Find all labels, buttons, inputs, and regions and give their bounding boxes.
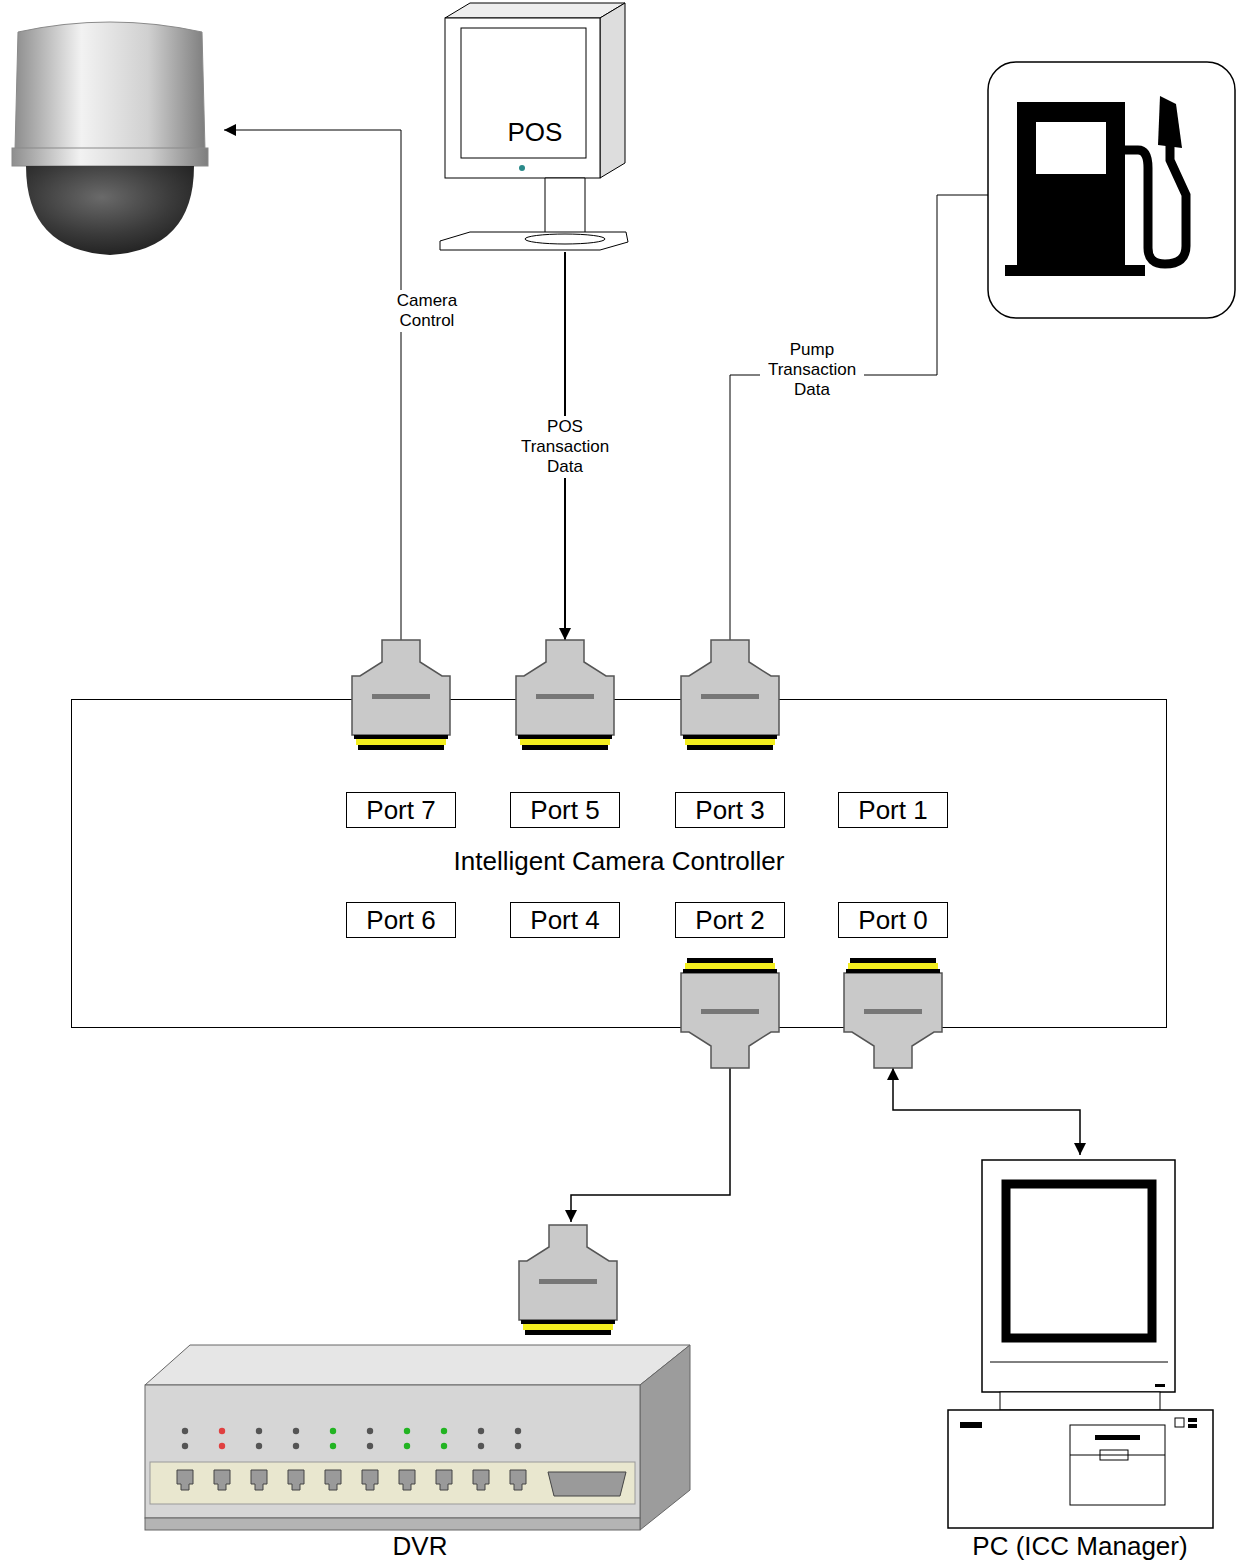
connector-plug bbox=[352, 640, 450, 750]
data-cable bbox=[893, 1068, 1080, 1155]
port-label: Port 3 bbox=[675, 792, 785, 828]
port-label: Port 5 bbox=[510, 792, 620, 828]
port-label: Port 0 bbox=[838, 902, 948, 938]
connector-plug bbox=[681, 958, 779, 1068]
connector-plug bbox=[516, 640, 614, 750]
port-box: Port 4 bbox=[506, 902, 624, 938]
node-title: DVR bbox=[145, 1532, 695, 1561]
connector-layer bbox=[565, 252, 1080, 1222]
dvr-unit bbox=[145, 1225, 690, 1530]
port-label: Port 1 bbox=[838, 792, 948, 828]
node-art bbox=[145, 1222, 695, 1562]
signal-label: Camera Control bbox=[375, 290, 479, 332]
port-label: Port 2 bbox=[675, 902, 785, 938]
dvr-recorder: DVR bbox=[145, 1222, 695, 1562]
connector-plug bbox=[519, 1225, 617, 1335]
pump-data-wire bbox=[730, 195, 988, 640]
signal-label: Pump Transaction Data bbox=[760, 339, 864, 401]
pos-terminal: POS bbox=[435, 0, 635, 252]
node-title: POS bbox=[435, 118, 635, 147]
pc-workstation bbox=[948, 1160, 1213, 1528]
node-title: PC (ICC Manager) bbox=[940, 1532, 1220, 1561]
port-box: Port 0 bbox=[834, 902, 952, 1068]
port-box: Port 7 bbox=[342, 640, 460, 828]
connector-plug bbox=[844, 958, 942, 1068]
ptz-dome-camera bbox=[12, 22, 208, 255]
node-art bbox=[940, 1155, 1220, 1562]
node-title: Intelligent Camera Controller bbox=[72, 847, 1166, 876]
port-label: Port 4 bbox=[510, 902, 620, 938]
port-box: Port 5 bbox=[506, 640, 624, 828]
data-cable bbox=[571, 1068, 730, 1222]
manager-pc: PC (ICC Manager) bbox=[940, 1155, 1220, 1562]
connector-plug bbox=[681, 640, 779, 750]
port-label: Port 6 bbox=[346, 902, 456, 938]
camera-controller: Intelligent Camera Controller Port 7 Port … bbox=[72, 700, 1166, 1027]
camera-control-wire bbox=[224, 130, 401, 640]
port-box: Port 6 bbox=[342, 902, 460, 938]
port-box: Port 3 bbox=[671, 640, 789, 828]
port-box: Port 2 bbox=[671, 902, 789, 1068]
fuel-pump-icon bbox=[988, 62, 1235, 318]
port-label: Port 7 bbox=[346, 792, 456, 828]
edge-label: POS Transaction Data bbox=[513, 416, 617, 478]
port-box: Port 1 bbox=[834, 792, 952, 828]
